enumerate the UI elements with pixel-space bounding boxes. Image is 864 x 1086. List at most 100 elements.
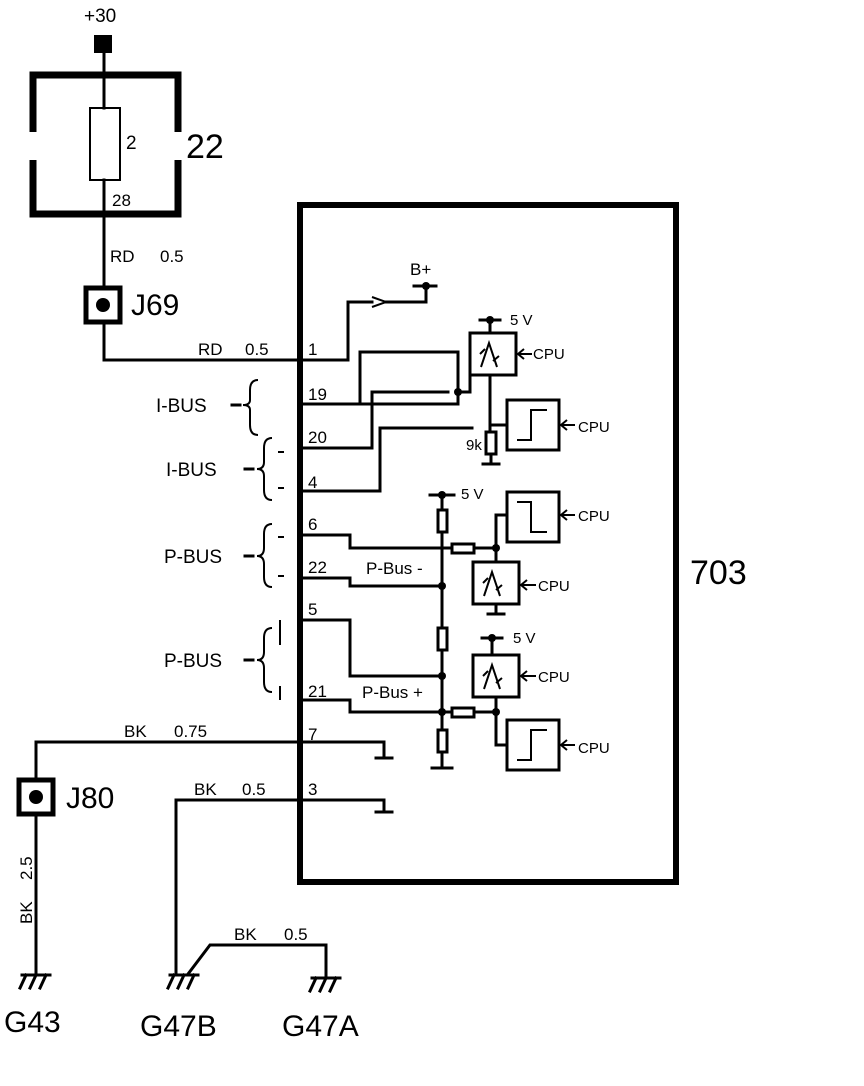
wire-ibus-xcvr [456, 373, 472, 394]
wire-ibus-link [358, 350, 460, 404]
brace-ibus-2: I-BUS [166, 437, 284, 501]
node-pin22 [438, 582, 446, 590]
wire-color-w1: RD [110, 247, 135, 266]
ground-label-g43: G43 [4, 1006, 61, 1039]
cpu-arrow-icon-3 [559, 509, 575, 521]
ground-label-g47a: G47A [282, 1010, 359, 1043]
wire-pin7-j80 [34, 740, 386, 782]
resistor-9k [484, 430, 498, 456]
connector-j80-label: J80 [66, 782, 114, 815]
comparator-3 [505, 718, 561, 772]
resistor-pbus-plus [450, 706, 476, 719]
ground-g47a-icon [308, 976, 342, 993]
pbus-minus-label: P-Bus - [366, 559, 423, 578]
wire-color-w6: BK [17, 901, 36, 924]
rising-edge-icon-2 [517, 729, 547, 761]
supply-terminal: +30 [84, 6, 116, 53]
cpu-label-3: CPU [578, 508, 610, 525]
wire-comp3 [494, 710, 509, 747]
brace-pbus-2: P-BUS [164, 620, 281, 700]
wire-size-w3: 0.75 [174, 722, 207, 741]
wire-color-w2: RD [198, 340, 223, 359]
comparator-2 [505, 490, 561, 544]
cpu-label-5: CPU [538, 669, 570, 686]
falling-edge-icon [517, 501, 547, 533]
resistor-pbus-2 [436, 626, 449, 652]
wire-bplus [384, 284, 428, 304]
ground-label-g47b: G47B [140, 1010, 217, 1043]
pin-20: 20 [308, 428, 327, 447]
wire-pin22 [298, 576, 444, 588]
cpu-arrow-icon-1 [516, 348, 532, 360]
v5-label-2: 5 V [461, 486, 484, 503]
supply-label: +30 [84, 6, 116, 27]
module-id: 703 [690, 554, 747, 592]
bus-label-pbus-1: P-BUS [164, 547, 222, 568]
wire-pin21 [298, 698, 454, 714]
cpu-arrow-icon-4 [519, 579, 536, 591]
resistor-pbus-minus [450, 542, 476, 555]
wire-color-w4: BK [194, 780, 217, 799]
wire-size-w6: 2.5 [17, 856, 36, 880]
module-703-frame [297, 202, 679, 885]
ground-g47b-icon [166, 973, 200, 990]
wire-pin5 [298, 618, 444, 678]
bplus-label: B+ [410, 260, 431, 279]
pbus-plus-label: P-Bus + [362, 683, 423, 702]
bus-label-ibus-2: I-BUS [166, 460, 217, 481]
transceiver-symbol-icon [479, 339, 500, 368]
cpu-arrow-icon-2 [559, 419, 575, 431]
bus-label-ibus-1: I-BUS [156, 396, 207, 417]
cpu-label-2: CPU [578, 419, 610, 436]
resistor-label: 9k [466, 437, 482, 454]
ground-g43-icon [18, 973, 52, 990]
wire-comp2 [494, 513, 509, 564]
node-pin5 [438, 672, 446, 680]
pin-19: 19 [308, 385, 327, 404]
pin-3: 3 [308, 780, 317, 799]
wire-pin20 [298, 390, 450, 450]
ground-xcvr2-icon [486, 602, 506, 616]
connector-j69: J69 [83, 285, 179, 325]
connector-j69-label: J69 [131, 289, 179, 322]
node-pin21 [438, 708, 446, 716]
comparator-1 [505, 398, 561, 452]
cpu-arrow-icon-5 [519, 670, 536, 682]
wire-size-w1: 0.5 [160, 247, 184, 266]
pin-21: 21 [308, 682, 327, 701]
v5-label-3: 5 V [513, 630, 536, 647]
pin-7: 7 [308, 725, 317, 744]
transceiver-symbol-icon-2 [482, 568, 503, 597]
cpu-arrow-icon-6 [559, 739, 575, 751]
pin-6: 6 [308, 515, 317, 534]
wire-color-w3: BK [124, 722, 147, 741]
brace-pbus-1: P-BUS [164, 523, 284, 588]
wire-j69-pin1 [102, 320, 302, 362]
wire-g47b-g47a [185, 943, 328, 980]
diode-arrow-icon [371, 296, 389, 308]
transceiver-symbol-icon-3 [482, 661, 503, 690]
pin-5: 5 [308, 600, 317, 619]
rising-edge-icon [517, 409, 547, 441]
wire-color-w5: BK [234, 925, 257, 944]
wire-pin1-internal [298, 300, 374, 362]
wire-pin6 [298, 533, 454, 550]
resistor-pbus-3 [436, 728, 449, 754]
wire-size-w4: 0.5 [242, 780, 266, 799]
fuse-number: 2 [126, 133, 137, 154]
cpu-label-4: CPU [538, 578, 570, 595]
connector-j80: J80 [16, 777, 114, 817]
fuse-element [89, 107, 121, 181]
ground-res-icon [481, 452, 501, 466]
pin-22: 22 [308, 558, 327, 577]
cpu-label-1: CPU [533, 346, 565, 363]
wire-size-w2: 0.5 [245, 340, 269, 359]
fuse-pin-label: 28 [112, 191, 131, 210]
resistor-pbus-1 [436, 508, 449, 534]
pin-4: 4 [308, 473, 317, 492]
wire-pin4 [298, 426, 474, 493]
wire-size-w5: 0.5 [284, 925, 308, 944]
v5-label-1: 5 V [510, 312, 533, 329]
fuse-box-22: 2 28 22 [29, 71, 224, 218]
